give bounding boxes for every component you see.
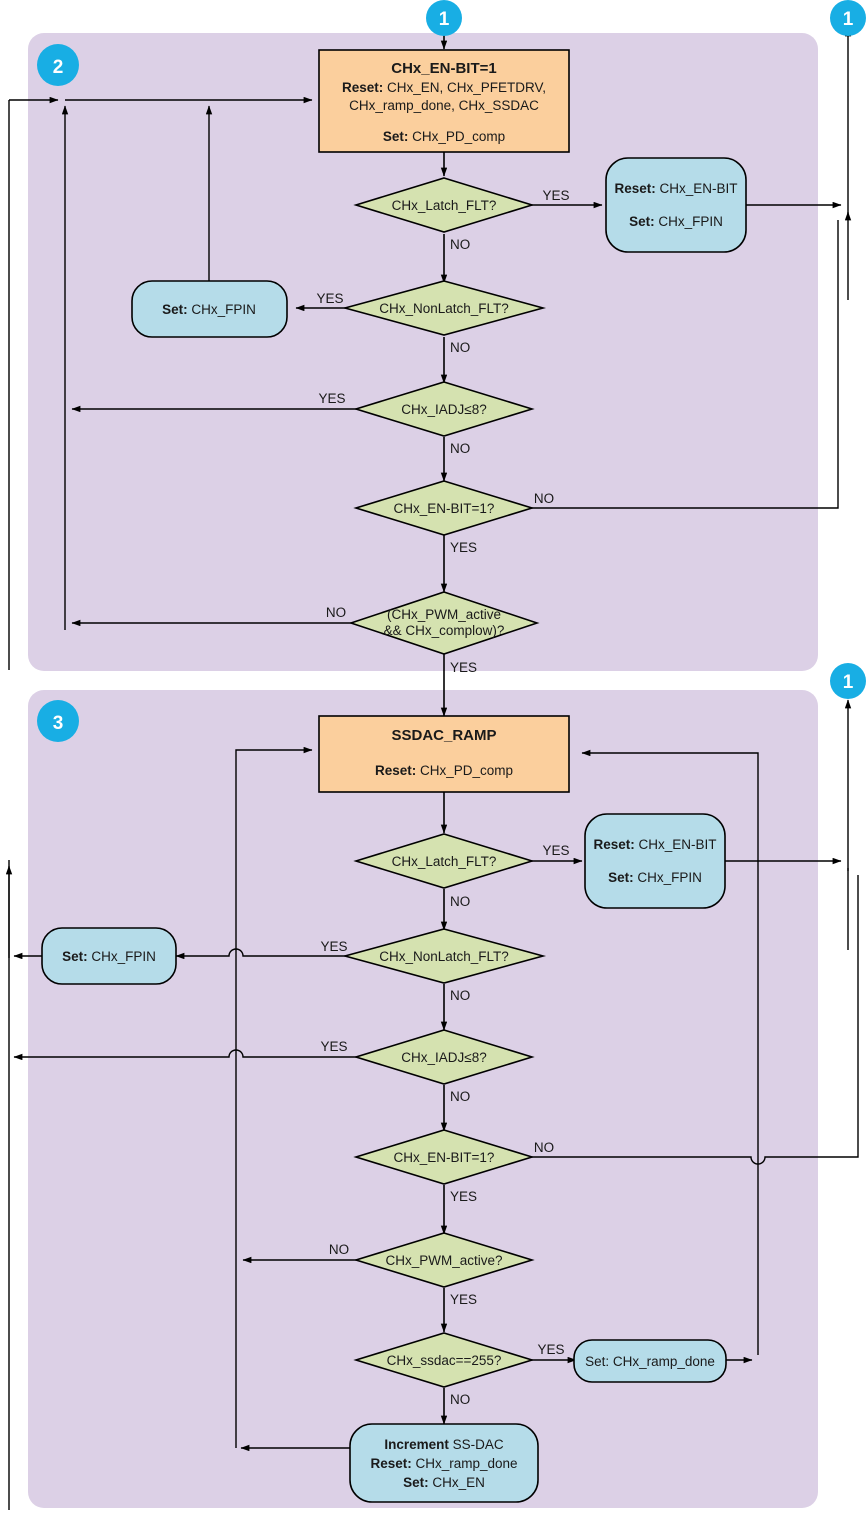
node-ssdac-ramp-line2: Reset: CHx_PD_comp	[375, 763, 513, 778]
node-dec-pwm-complow-2[interactable]	[348, 591, 540, 655]
conn-s3-right-into-ramp	[581, 749, 759, 1355]
badge-section-2-label: 2	[53, 57, 64, 78]
conn-nonlatch3-yes	[175, 948, 358, 960]
conn-label-latch3-no: NO	[450, 894, 470, 909]
section-3-panel	[28, 690, 818, 1508]
node-dec-ssdac-255-label: CHx_ssdac==255?	[387, 1353, 502, 1368]
conn-label-latch3-yes: YES	[542, 843, 569, 858]
conn-label-latch2-yes: YES	[542, 188, 569, 203]
badge-top-1-circle	[426, 0, 462, 36]
badge-section-2-circle	[37, 44, 79, 86]
conn-label-pwmcomplow-no: NO	[326, 605, 346, 620]
conn-label-latch2-no: NO	[450, 237, 470, 252]
conn-iadj3-yes	[13, 1049, 358, 1061]
node-dec-iadj-3-label: CHx_IADJ≤8?	[401, 1050, 486, 1065]
node-dec-ssdac-255[interactable]	[353, 1332, 535, 1388]
node-ssdac-ramp-title: SSDAC_RAMP	[391, 727, 496, 744]
node-act-set-fpin-3[interactable]	[41, 927, 177, 985]
node-chx-en-bit-set-title: CHx_EN-BIT=1	[391, 60, 496, 77]
node-dec-nonlatch-flt-3[interactable]	[341, 928, 547, 984]
node-act-set-ramp-done[interactable]	[573, 1339, 727, 1383]
node-act-set-ramp-done-label: Set: CHx_ramp_done	[585, 1354, 715, 1369]
conn-label-iadj3-no: NO	[450, 1089, 470, 1104]
node-act-set-fpin-2-label: Set: CHx_FPIN	[162, 302, 256, 317]
node-chx-en-bit-set-line4: Set: CHx_PD_comp	[383, 129, 505, 144]
node-dec-nonlatch-flt-3-label: CHx_NonLatch_FLT?	[379, 949, 509, 964]
node-dec-latch-flt-2[interactable]	[353, 177, 535, 233]
conn-label-enbit2-no: NO	[534, 491, 554, 506]
conn-label-enbit2-yes: YES	[450, 540, 477, 555]
node-dec-pwm-complow-2-line2: && CHx_complow)?	[384, 623, 505, 638]
node-dec-iadj-2-label: CHx_IADJ≤8?	[401, 402, 486, 417]
conn-label-nonlatch2-no: NO	[450, 340, 470, 355]
node-act-reset-enbit-set-fpin-3[interactable]	[584, 813, 726, 909]
conn-label-ssdac255-yes: YES	[537, 1342, 564, 1357]
node-ssdac-ramp[interactable]	[318, 715, 570, 793]
conn-label-enbit3-no: NO	[534, 1140, 554, 1155]
conn-label-iadj3-yes: YES	[320, 1039, 347, 1054]
badge-right-top-1-label: 1	[843, 9, 854, 30]
conn-enbit3-no	[530, 875, 859, 1165]
node-act3-line3: Set: CHx_FPIN	[608, 870, 702, 885]
node-dec-latch-flt-2-label: CHx_Latch_FLT?	[392, 198, 497, 213]
conn-label-nonlatch3-no: NO	[450, 988, 470, 1003]
node-dec-pwm-active-3[interactable]	[353, 1232, 535, 1288]
conn-label-nonlatch2-yes: YES	[316, 291, 343, 306]
node-act2-line1: Reset: CHx_EN-BIT	[614, 181, 737, 196]
node-act2-line3: Set: CHx_FPIN	[629, 214, 723, 229]
node-dec-enbit-3[interactable]	[353, 1129, 535, 1185]
conn-label-iadj2-yes: YES	[318, 391, 345, 406]
node-dec-enbit-2[interactable]	[353, 480, 535, 536]
node-dec-pwm-active-3-label: CHx_PWM_active?	[385, 1253, 502, 1268]
node-chx-en-bit-set-line2: CHx_ramp_done, CHx_SSDAC	[349, 98, 539, 113]
conn-label-ssdac255-no: NO	[450, 1392, 470, 1407]
node-act-set-fpin-3-label: Set: CHx_FPIN	[62, 949, 156, 964]
node-increment-line2: Reset: CHx_ramp_done	[370, 1456, 517, 1471]
conn-label-enbit3-yes: YES	[450, 1189, 477, 1204]
node-dec-enbit-3-label: CHx_EN-BIT=1?	[394, 1150, 495, 1165]
badge-top-1-label: 1	[439, 9, 450, 30]
node-chx-en-bit-set-line1: Reset: CHx_EN, CHx_PFETDRV,	[342, 80, 546, 95]
node-dec-pwm-complow-2-line1: (CHx_PWM_active	[387, 607, 501, 622]
conn-s3-left-into-ramp	[235, 746, 313, 1448]
badge-right-top-1-circle	[830, 0, 866, 36]
node-dec-latch-flt-3[interactable]	[353, 833, 535, 889]
badge-right-mid-1-label: 1	[843, 672, 854, 693]
node-increment-line3: Set: CHx_EN	[403, 1475, 485, 1490]
badge-section-3-label: 3	[53, 713, 64, 734]
node-act-set-fpin-2[interactable]	[131, 280, 288, 338]
conn-label-pwmcomplow-yes: YES	[450, 660, 477, 675]
node-act-reset-enbit-set-fpin-2[interactable]	[605, 157, 747, 253]
badge-right-mid-1-circle	[830, 663, 866, 699]
node-dec-nonlatch-flt-2-label: CHx_NonLatch_FLT?	[379, 301, 509, 316]
conn-enbit2-no	[530, 220, 839, 509]
conn-label-nonlatch3-yes: YES	[320, 939, 347, 954]
node-act-increment-ssdac[interactable]	[349, 1423, 539, 1503]
conn-label-pwm3-no: NO	[329, 1242, 349, 1257]
node-increment-line1: Increment SS-DAC	[384, 1437, 504, 1452]
node-dec-enbit-2-label: CHx_EN-BIT=1?	[394, 501, 495, 516]
node-dec-nonlatch-flt-2[interactable]	[341, 280, 547, 336]
node-dec-latch-flt-3-label: CHx_Latch_FLT?	[392, 854, 497, 869]
node-act3-line1: Reset: CHx_EN-BIT	[593, 837, 716, 852]
node-dec-iadj-3[interactable]	[353, 1029, 535, 1085]
conn-label-pwm3-yes: YES	[450, 1292, 477, 1307]
node-dec-iadj-2[interactable]	[353, 381, 535, 437]
node-chx-en-bit-set[interactable]	[318, 49, 570, 153]
badge-section-3-circle	[37, 700, 79, 742]
conn-label-iadj2-no: NO	[450, 441, 470, 456]
